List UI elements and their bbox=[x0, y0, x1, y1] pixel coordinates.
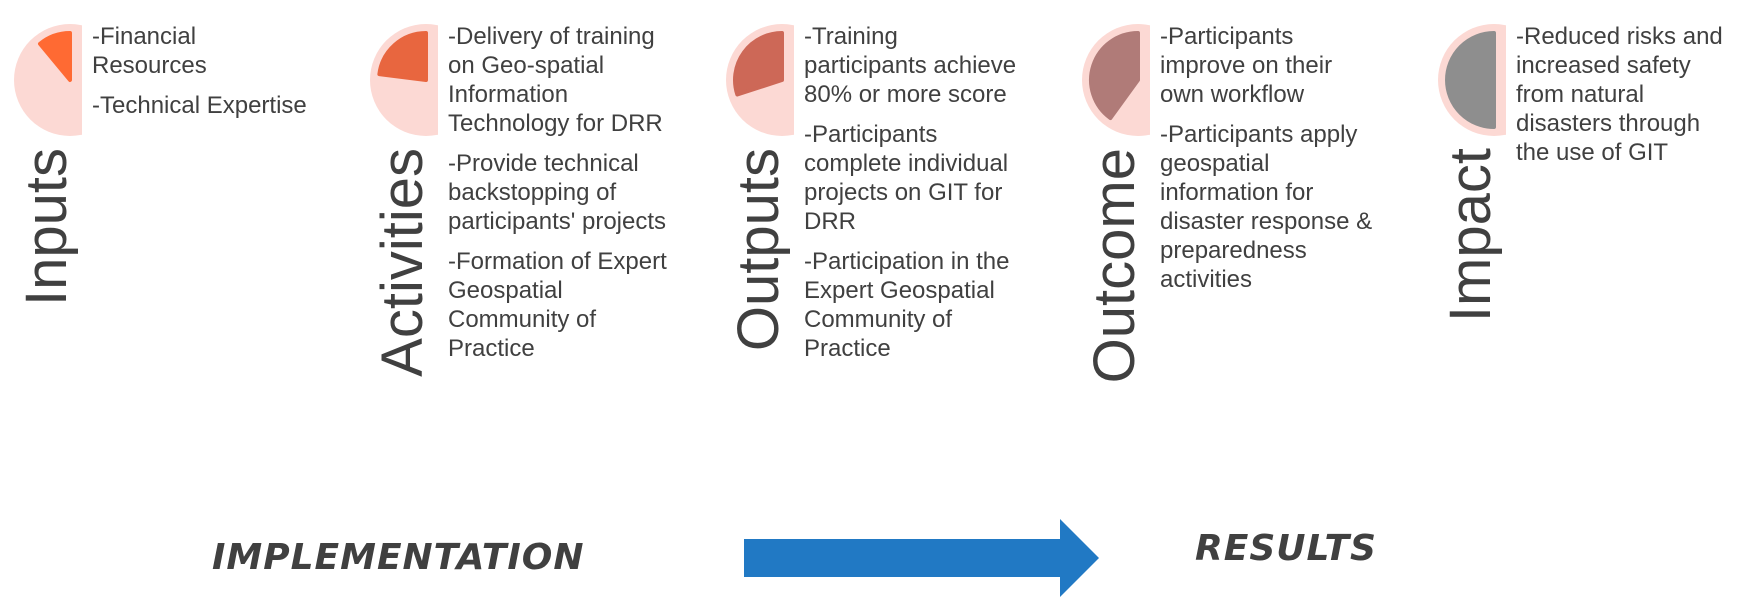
pie-slice bbox=[1089, 31, 1140, 121]
arrow-right-icon bbox=[744, 519, 1099, 597]
stage-item: -Training participants achieve 80% or mo… bbox=[804, 23, 1017, 108]
stage-label: Outcome bbox=[1082, 148, 1147, 384]
stage-item: -Delivery of training on Geo-spatial Inf… bbox=[448, 23, 663, 137]
stage-items: -Delivery of training on Geo-spatial Inf… bbox=[448, 22, 668, 374]
pie-slice bbox=[1445, 31, 1496, 129]
stage-item: -Participation in the Expert Geospatial … bbox=[804, 248, 1010, 362]
stage-inputs: Inputs -Financial Resources -Technical E… bbox=[12, 22, 312, 402]
stage-label: Activities bbox=[370, 148, 435, 377]
pie-slice bbox=[733, 31, 784, 97]
stage-activities: Activities -Delivery of training on Geo-… bbox=[368, 22, 668, 402]
stage-item: -Formation of Expert Geospatial Communit… bbox=[448, 248, 667, 362]
stage-item: -Reduced risks and increased safety from… bbox=[1516, 23, 1723, 166]
stage-item: -Financial Resources bbox=[92, 23, 207, 79]
implementation-label: IMPLEMENTATION bbox=[212, 537, 585, 578]
stage-item: -Participants apply geospatial informati… bbox=[1160, 121, 1373, 293]
stage-label: Inputs bbox=[14, 148, 79, 306]
stage-outcome: Outcome -Participants improve on their o… bbox=[1080, 22, 1380, 402]
stage-items: -Reduced risks and increased safety from… bbox=[1516, 22, 1736, 178]
progress-pie-icon bbox=[14, 24, 82, 136]
stage-items: -Training participants achieve 80% or mo… bbox=[804, 22, 1024, 374]
stage-items: -Financial Resources -Technical Expertis… bbox=[92, 22, 312, 131]
results-label: RESULTS bbox=[1195, 528, 1377, 569]
stage-label: Impact bbox=[1438, 148, 1503, 323]
pie-slice bbox=[38, 31, 72, 82]
progress-pie-icon bbox=[370, 24, 438, 136]
stage-items: -Participants improve on their own workf… bbox=[1160, 22, 1380, 305]
stage-label: Outputs bbox=[726, 148, 791, 352]
progress-pie-icon bbox=[1438, 24, 1506, 136]
stage-outputs: Outputs -Training participants achieve 8… bbox=[724, 22, 1024, 402]
stage-item: -Technical Expertise bbox=[92, 92, 307, 119]
stage-item: -Participants improve on their own workf… bbox=[1160, 23, 1333, 108]
pie-slice bbox=[377, 31, 428, 82]
stage-item: -Provide technical backstopping of parti… bbox=[448, 150, 667, 235]
progress-pie-icon bbox=[1082, 24, 1150, 136]
stage-impact: Impact -Reduced risks and increased safe… bbox=[1436, 22, 1736, 402]
progress-pie-icon bbox=[726, 24, 794, 136]
stage-item: -Participants complete individual projec… bbox=[804, 121, 1009, 235]
